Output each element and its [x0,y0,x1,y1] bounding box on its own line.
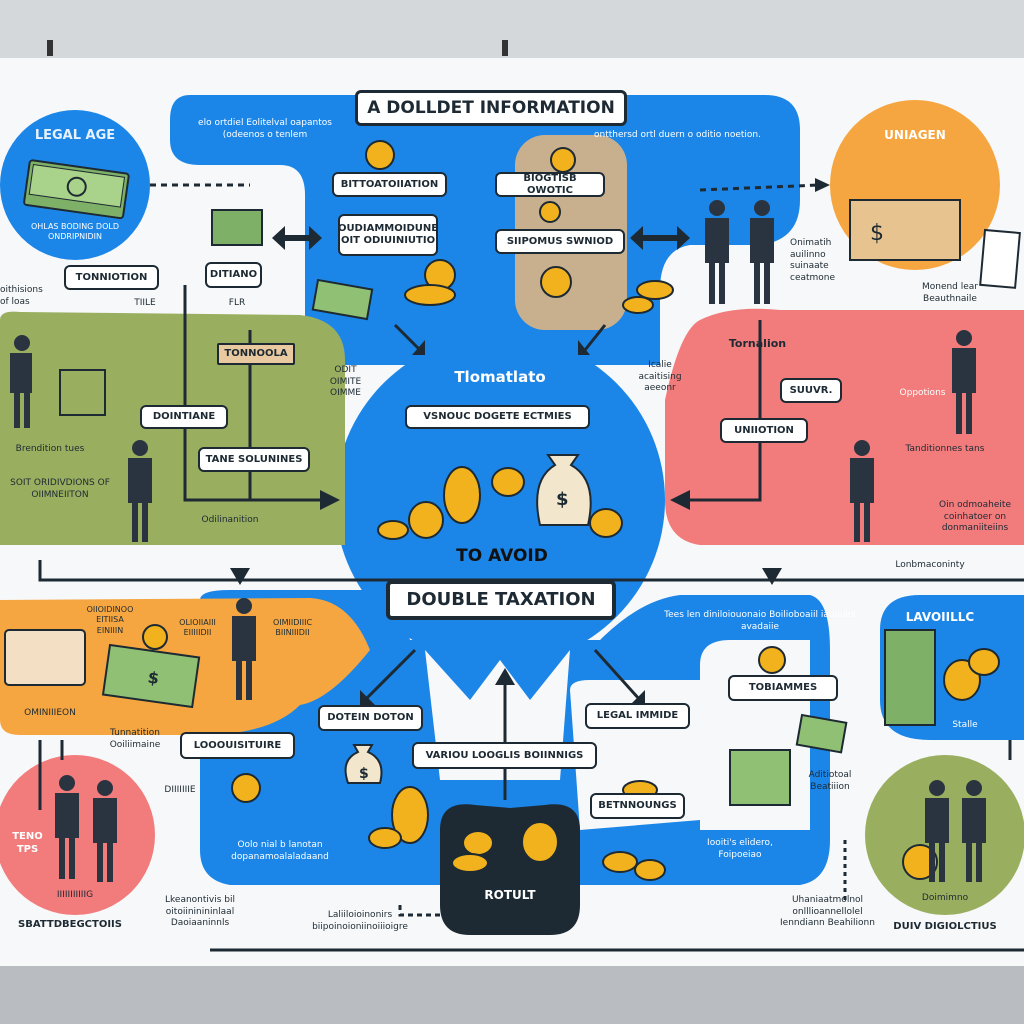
pin-icon [47,40,508,56]
caption: Doimimno [921,893,969,903]
caption: Iooiti's elidero, Foipoeiao [707,838,773,860]
label-box: BIOGTISB OWOTIC [495,172,605,197]
small-label: FLR [228,298,246,308]
caption: Laliiloioinonirs biipoinoioniinoiiioigre [312,910,408,932]
coin-icons [142,140,1000,881]
legal-age-title: LEGAL AGE [34,128,116,143]
arrow-icons [230,178,830,708]
sign-board: TONNOOLA [217,343,295,365]
caption: Odilinanition [201,515,259,525]
label-box: BITTOATOIIATION [332,172,447,197]
money-icons: $ $ [4,159,1021,806]
label-box: BETNNOUNGS [590,793,685,819]
caption: ODIT OIMITE OIMME [329,365,362,399]
caption: Onimatih auilinno suinaate ceatmone [790,238,836,284]
label-box: UNIIOTION [720,418,808,443]
caption: Oppotions [899,388,946,398]
to-avoid-text: TO AVOID [443,540,561,572]
house-icon [59,369,106,416]
caption: OLIOIIAIII EIIIIIDII [179,618,216,638]
center-heading: Tlomatlato [454,368,546,386]
double-taxation-box: DOUBLE TAXATION [386,580,616,620]
label-box: SUUVR. [780,378,842,403]
svg-text:$: $ [556,489,569,510]
label-box: SIIPOMUS SWNIOD [495,229,625,254]
pink-circle-title: SBATTDBEGCTOIIS [18,919,122,930]
title-box: A DOLLDET INFORMATION [355,90,627,126]
floor [0,966,1024,1024]
caption: Tees len diniloiouonaio Boilioboaiil iau… [664,610,856,632]
caption: OIMIIDIIIC BIINIIIDII [272,618,313,638]
label-box: OUDIAMMOIDUNE OIT ODIUINIUTIO [338,214,438,256]
label-box: LEGAL IMMIDE [585,703,690,729]
caption: SOIT ORIDIVDIONS OF OIIMNEIITON [10,478,110,500]
caption: Tanditionnes tans [905,444,985,454]
person-icons [10,200,986,882]
side-caption: oithisions of loas [0,285,43,307]
caption: OIIOIDINOO EITIISA EINIIIN [86,605,134,635]
caption: Uhaniaatmolnol onlllioannellolel Ienndia… [780,895,875,929]
caption: Tunnatition Ooiliimaine [109,728,161,750]
caption: Lkeanontivis bil oitoiininininlaal Daoia… [165,895,235,929]
pink-region [665,308,1024,545]
caption: Stalle [952,720,978,730]
pink-badge: TENO TPS [12,831,43,855]
legal-age-caption: OHLAS BODING DOLD ONDRIPNIDIN [30,222,119,242]
caption: DIIIIIIIE [164,785,196,795]
label-box: DITIANO [205,262,262,288]
caption: Monend lear Beauthnaile [921,282,979,304]
pink-title: Tornalion [728,337,787,350]
caption: Oolo nial b lanotan dopanamoalaladaand [231,840,329,862]
top-blob-caption: elo ortdiel Eolitelval oapantos (odeenos… [198,118,332,140]
caption: Oin odmoaheite coinhatoer on donmaniitei… [939,500,1011,534]
caption: Lonbmaconinty [895,560,965,570]
svg-text:$: $ [870,221,884,246]
label-box: TONNIOTION [64,265,159,290]
label-box: DOINTIANE [140,405,228,429]
svg-text:$: $ [147,668,161,688]
small-label: TIILE [134,298,156,308]
right-circle-title: LAVOIILLC [905,610,975,624]
caption: Brendition tues [15,444,85,454]
center-label-box: VSNOUC DOGETE ECTMIES [405,405,590,429]
label-box: TANE SOLUNINES [198,447,310,472]
label-box: LOOOUISITUIRE [180,732,295,759]
label-box: VARIOU LOOGLIS BOIINNIGS [412,742,597,769]
label-box: DOTEIN DOTON [318,705,423,731]
top-right-caption: ontthersd ortl duern o oditio noetion. [594,130,761,140]
svg-text:$: $ [359,766,369,782]
pot-label: ROTULT [484,888,536,902]
caption: Aditiotoal Beatiiion [808,770,852,792]
caption: IIIIIIIIIIIG [56,890,94,900]
caption: Icalie acaitising aeeonr [638,360,682,394]
caption: OMINIIIEON [24,708,76,718]
label-box: TOBIAMMES [728,675,838,701]
green-circle-title: DUIV DIGIOLCTIUS [893,921,997,932]
orange-circle-title: UNIAGEN [884,128,946,142]
money-bag-icons [344,454,592,784]
